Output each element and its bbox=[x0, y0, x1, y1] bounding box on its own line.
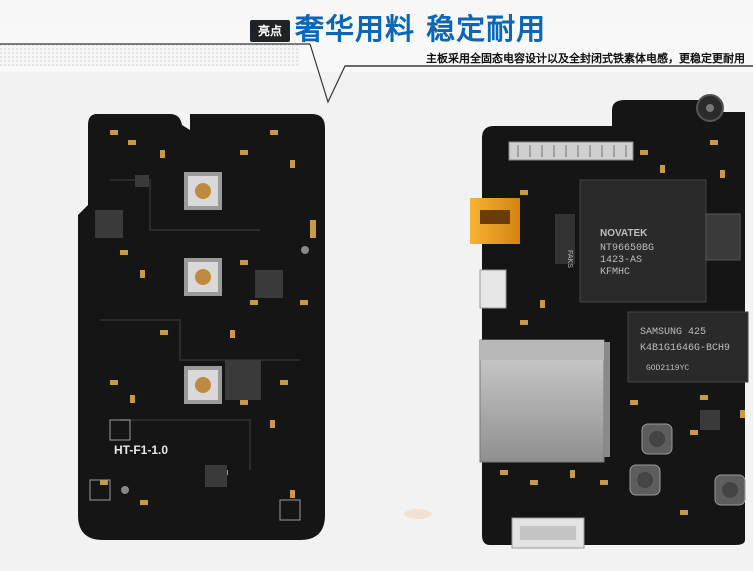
tact-button bbox=[184, 258, 222, 296]
svg-text:FAKS: FAKS bbox=[566, 250, 573, 268]
svg-text:K4B1G1646G-BCH9: K4B1G1646G-BCH9 bbox=[640, 343, 730, 354]
svg-text:NOVATEK: NOVATEK bbox=[600, 228, 648, 239]
page-subtitle: 主板采用全固态电容设计以及全封闭式铁素体电感，更稳定更耐用 bbox=[426, 52, 745, 65]
sd-card-slot bbox=[479, 339, 610, 463]
tact-button bbox=[184, 366, 222, 404]
usb-connector bbox=[470, 198, 520, 244]
svg-text:KFMHC: KFMHC bbox=[600, 267, 630, 278]
right-circuit-board: NOVATEK NT96650BG 1423-AS KFMHC SAMSUNG … bbox=[470, 94, 749, 549]
page-title: 奢华用料 稳定耐用 bbox=[295, 12, 547, 46]
tact-button bbox=[184, 172, 222, 210]
svg-text:GOD2119YC: GOD2119YC bbox=[646, 364, 689, 373]
highlight-badge: 亮点 bbox=[250, 20, 290, 42]
svg-text:SAMSUNG 425: SAMSUNG 425 bbox=[640, 327, 706, 338]
svg-text:1423-AS: 1423-AS bbox=[600, 255, 642, 266]
board-silkscreen: HT-F1-1.0 bbox=[114, 443, 168, 457]
left-circuit-board: HT-F1-1.0 bbox=[78, 114, 325, 540]
memory-chip: SAMSUNG 425 K4B1G1646G-BCH9 GOD2119YC bbox=[627, 311, 749, 383]
svg-text:NT96650BG: NT96650BG bbox=[600, 243, 654, 254]
header-decoration bbox=[0, 43, 753, 104]
processor-chip: NOVATEK NT96650BG 1423-AS KFMHC bbox=[579, 179, 707, 303]
